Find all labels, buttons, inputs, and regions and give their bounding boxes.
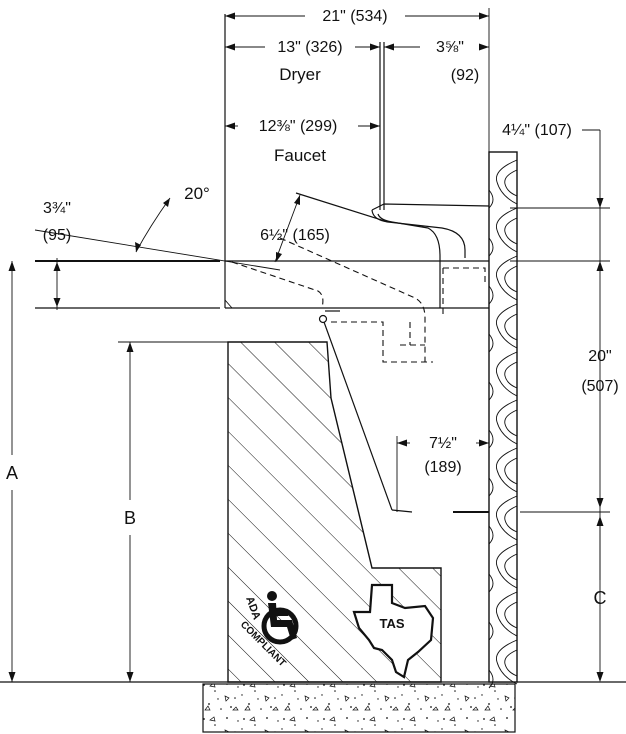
dryer-reach-label: 13" (326)	[277, 39, 342, 56]
deck-height-label: 3¾"	[43, 200, 71, 217]
wood-grain-stroke	[488, 495, 518, 545]
height-a-label: A	[6, 463, 18, 483]
wood-grain-stroke	[488, 255, 518, 305]
arrowheads	[8, 12, 604, 682]
overall-width-label: 21" (534)	[322, 8, 387, 25]
concrete-floor	[0, 681, 626, 733]
mount-height-mm-label: (507)	[581, 378, 618, 395]
wood-grain-stroke	[488, 351, 518, 401]
wood-grain-stroke	[488, 399, 518, 449]
height-c-label: C	[594, 588, 607, 608]
drain-line	[318, 310, 489, 513]
deck-angle-label: 20°	[184, 184, 210, 203]
wood-grain-stroke	[488, 591, 518, 641]
dryer-offset-mm-label: (92)	[451, 67, 479, 84]
texas-shape-icon	[352, 583, 435, 679]
drain-offset-mm-label: (189)	[424, 459, 461, 476]
faucet-reach-label: 12⅜" (299)	[259, 118, 338, 135]
tas-badge: TAS	[352, 583, 435, 679]
wood-grain-stroke	[488, 159, 518, 209]
wood-grain-stroke	[488, 543, 518, 593]
wall-clearance-label: 4¼" (107)	[502, 122, 572, 139]
wood-grain-stroke	[488, 207, 518, 257]
wheelchair-icon	[267, 591, 297, 640]
deck-height-mm-label: (95)	[43, 227, 71, 244]
faucet-label: Faucet	[274, 146, 326, 165]
sink-basin	[231, 237, 486, 363]
drain-offset-label: 7½"	[429, 435, 457, 452]
wall-section	[488, 151, 518, 689]
dryer-offset-label: 3⅝"	[436, 39, 464, 56]
countertop	[35, 14, 489, 309]
height-b-label: B	[124, 508, 136, 528]
wood-grain-stroke	[488, 303, 518, 353]
basin-depth-label: 6½" (165)	[260, 227, 330, 244]
tas-badge-label: TAS	[379, 616, 404, 631]
dryer-label: Dryer	[279, 65, 321, 84]
wood-grain-stroke	[488, 639, 518, 689]
wood-grain-stroke	[488, 447, 518, 497]
mount-height-label: 20"	[588, 348, 611, 365]
